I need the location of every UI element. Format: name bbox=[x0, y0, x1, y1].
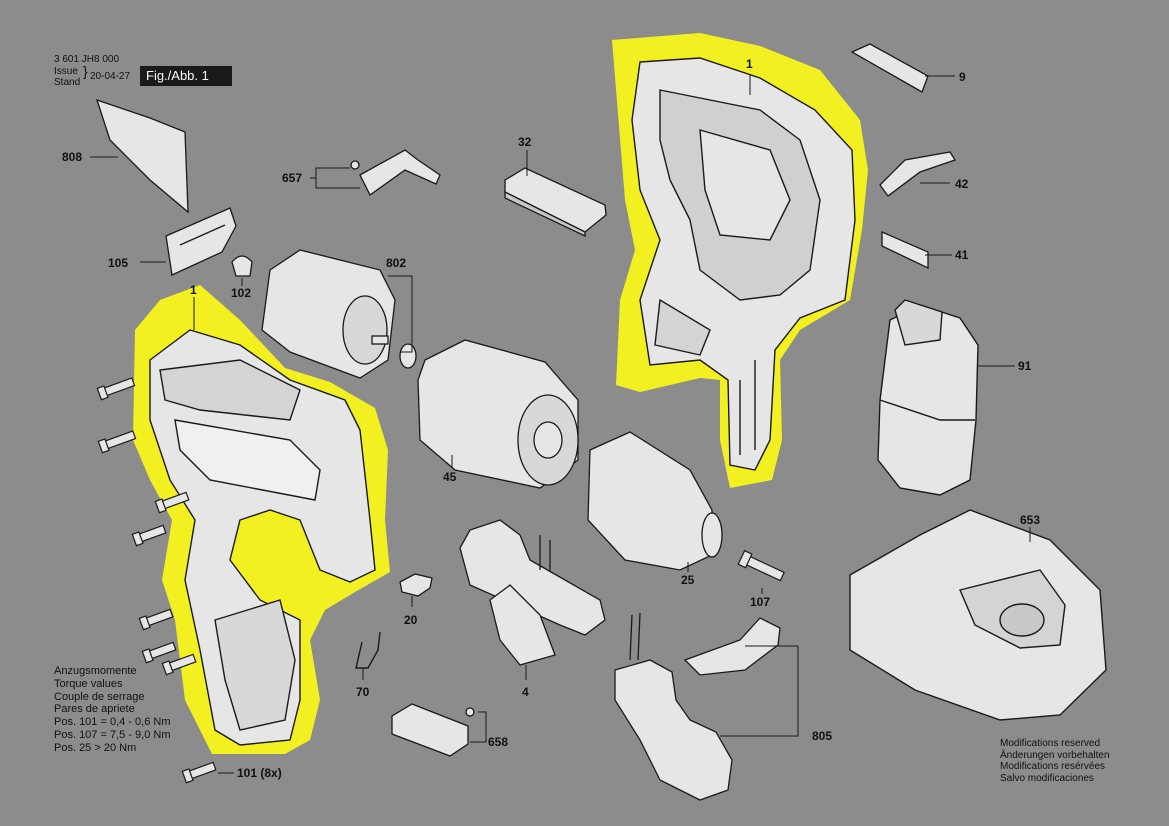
part-808-plate bbox=[95, 98, 189, 214]
part-45-gearbox bbox=[417, 339, 579, 489]
callout-20: 20 bbox=[404, 613, 418, 627]
callout-808: 808 bbox=[62, 150, 83, 164]
part-20-switch bbox=[399, 573, 433, 597]
modifications-line: Modifications resérvées bbox=[1000, 761, 1106, 773]
modifications-line: Änderungen vorbehalten bbox=[1000, 749, 1110, 761]
modifications-line: Modifications reserved bbox=[1000, 738, 1101, 749]
callout-9: 9 bbox=[959, 70, 966, 84]
doc-number: 3 601 JH8 000 bbox=[54, 54, 120, 65]
callout-805: 805 bbox=[812, 729, 833, 743]
callout-4: 4 bbox=[522, 685, 529, 699]
modifications-note: Modifications reserved Änderungen vorbeh… bbox=[1000, 738, 1110, 785]
callout-658: 658 bbox=[488, 735, 509, 749]
callout-1-left: 1 bbox=[190, 283, 197, 297]
part-42-strip bbox=[879, 151, 956, 197]
torque-line: Torque values bbox=[54, 677, 123, 690]
part-107-screw bbox=[737, 549, 785, 582]
part-657-switch bbox=[350, 149, 441, 196]
callout-107: 107 bbox=[750, 595, 771, 609]
housing-half-left bbox=[149, 329, 376, 746]
housing-half-right bbox=[631, 57, 856, 471]
part-653-charger bbox=[849, 509, 1107, 721]
callout-42: 42 bbox=[955, 177, 969, 191]
leader-lines bbox=[90, 75, 1031, 774]
callout-25: 25 bbox=[681, 573, 695, 587]
part-41-strip bbox=[881, 231, 929, 270]
callout-105: 105 bbox=[108, 256, 129, 270]
callout-653: 653 bbox=[1020, 513, 1041, 527]
issue-label: Issue bbox=[54, 66, 78, 77]
modifications-line: Salvo modificaciones bbox=[1000, 773, 1094, 785]
callout-657: 657 bbox=[282, 171, 303, 185]
torque-line: Couple de serrage bbox=[54, 690, 145, 703]
part-805-trigger bbox=[614, 612, 781, 801]
torque-line: Pos. 101 = 0,4 - 0,6 Nm bbox=[54, 716, 171, 729]
part-802-motor bbox=[261, 249, 417, 379]
callout-41: 41 bbox=[955, 248, 969, 262]
torque-values-note: Anzugsmomente Torque values Couple de se… bbox=[54, 665, 170, 755]
part-91-battery bbox=[877, 299, 979, 496]
part-4-electronics bbox=[459, 519, 606, 666]
torque-line: Pares de apriete bbox=[54, 703, 135, 716]
part-102-cap bbox=[231, 255, 253, 277]
screws-101 bbox=[96, 377, 217, 784]
stand-label: Stand bbox=[54, 77, 81, 88]
torque-line: Anzugsmomente bbox=[54, 665, 137, 677]
callout-70: 70 bbox=[356, 685, 370, 699]
part-32-button bbox=[504, 167, 607, 238]
figure-label: Fig./Abb. 1 bbox=[140, 66, 232, 86]
part-25-chuck bbox=[587, 431, 723, 571]
torque-line: Pos. 25 > 20 Nm bbox=[54, 741, 137, 754]
torque-line: Pos. 107 = 7,5 - 9,0 Nm bbox=[54, 728, 171, 741]
callout-101: 101 (8x) bbox=[237, 766, 282, 780]
callout-91: 91 bbox=[1018, 359, 1032, 373]
callout-102: 102 bbox=[231, 286, 252, 300]
part-658-led bbox=[391, 703, 475, 757]
callout-32: 32 bbox=[518, 135, 532, 149]
part-105-cover bbox=[165, 207, 237, 276]
callout-1-top: 1 bbox=[746, 57, 753, 71]
callout-802: 802 bbox=[386, 256, 407, 270]
callout-45: 45 bbox=[443, 470, 457, 484]
issue-date: 20-04-27 bbox=[90, 71, 131, 82]
part-70-clip bbox=[355, 631, 381, 669]
bracket-glyph: } bbox=[83, 63, 88, 79]
part-9-strip bbox=[850, 43, 929, 93]
